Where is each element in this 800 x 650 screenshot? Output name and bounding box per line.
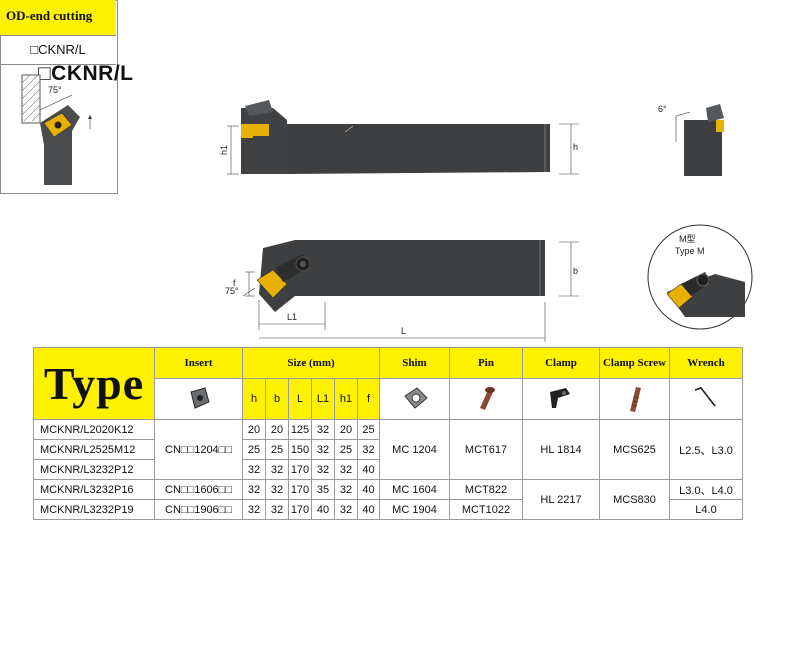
size-cell: 125: [288, 419, 312, 440]
page-title: □CKNR/L: [38, 62, 134, 85]
header-pin: Pin: [449, 347, 523, 379]
insert-cell: CN□□1606□□: [154, 479, 243, 500]
wrench-cell: L3.0、L4.0: [669, 479, 743, 500]
size-cell: 25: [242, 439, 266, 460]
dim-L: L: [401, 326, 406, 336]
size-col-h: h: [242, 378, 266, 420]
pin-cell: MCT822: [449, 479, 523, 500]
clamp-icon: [522, 378, 600, 420]
clamp-cell: HL 2217: [522, 479, 600, 520]
insert-cell: CN□□1906□□: [154, 499, 243, 520]
dim-angle-6: 6°: [658, 104, 667, 114]
size-col-L: L: [288, 378, 312, 420]
dim-angle-75: 75°: [225, 286, 239, 296]
side-panel-heading: OD-end cutting: [0, 0, 116, 36]
spec-table: Type Insert Size (mm) Shim Pin Clamp Cla…: [33, 347, 743, 520]
side-panel: OD-end cutting □CKNR/L 75°: [0, 0, 118, 194]
size-cell: 40: [357, 499, 380, 520]
size-cell: 32: [265, 459, 289, 480]
model-cell: MCKNR/L3232P16: [33, 479, 155, 500]
size-cell: 20: [242, 419, 266, 440]
cutting-diagram: 75°: [21, 74, 92, 185]
size-cell: 32: [265, 479, 289, 500]
model-cell: MCKNR/L3232P19: [33, 499, 155, 520]
detail-line2: Type M: [675, 246, 705, 256]
size-cell: 32: [242, 479, 266, 500]
angle-label: 75°: [48, 85, 62, 95]
size-col-h1: h1: [334, 378, 358, 420]
detail-line1: M型: [679, 234, 696, 244]
size-col-b: b: [265, 378, 289, 420]
wrench-icon: [669, 378, 743, 420]
type-m-detail: M型 Type M: [647, 224, 753, 330]
model-cell: MCKNR/L3232P12: [33, 459, 155, 480]
size-cell: 35: [311, 479, 335, 500]
pin-cell: MCT617: [449, 419, 523, 480]
size-cell: 40: [357, 459, 380, 480]
tool-plan-view: f 75° L1 L b: [225, 240, 579, 342]
size-cell: 40: [357, 479, 380, 500]
size-col-f: f: [357, 378, 380, 420]
size-cell: 25: [334, 439, 358, 460]
model-cell: MCKNR/L2525M12: [33, 439, 155, 460]
header-clamp: Clamp: [522, 347, 600, 379]
model-cell: MCKNR/L2020K12: [33, 419, 155, 440]
size-cell: 25: [357, 419, 380, 440]
insert-cell: CN□□1204□□: [154, 419, 243, 480]
size-cell: 32: [357, 439, 380, 460]
size-cell: 32: [242, 499, 266, 520]
size-cell: 32: [265, 499, 289, 520]
header-clamp-screw: Clamp Screw: [599, 347, 670, 379]
header-type: Type: [33, 347, 155, 420]
shim-icon: [379, 378, 450, 420]
wrench-cell: L2.5、L3.0: [669, 419, 743, 480]
size-cell: 150: [288, 439, 312, 460]
shim-cell: MC 1604: [379, 479, 450, 500]
size-cell: 25: [265, 439, 289, 460]
size-cell: 20: [334, 419, 358, 440]
size-cell: 32: [334, 499, 358, 520]
size-col-L1: L1: [311, 378, 335, 420]
wrench-cell: L4.0: [669, 499, 743, 520]
shim-cell: MC 1204: [379, 419, 450, 480]
size-cell: 32: [311, 459, 335, 480]
pin-cell: MCT1022: [449, 499, 523, 520]
header-size: Size (mm): [242, 347, 380, 379]
dim-L1: L1: [287, 312, 297, 322]
tool-side-view: h1 h: [219, 100, 579, 175]
size-cell: 170: [288, 479, 312, 500]
size-cell: 32: [311, 439, 335, 460]
size-cell: 20: [265, 419, 289, 440]
header-insert: Insert: [154, 347, 243, 379]
size-cell: 170: [288, 459, 312, 480]
dim-b: b: [573, 266, 578, 276]
clamp-screw-cell: MCS830: [599, 479, 670, 520]
size-cell: 170: [288, 499, 312, 520]
side-panel-code: □CKNR/L: [0, 36, 116, 65]
pin-icon: [449, 378, 523, 420]
clamp-screw-cell: MCS625: [599, 419, 670, 480]
clamp-screw-icon: [599, 378, 670, 420]
size-cell: 40: [311, 499, 335, 520]
tool-end-view: 6°: [658, 104, 724, 176]
shim-cell: MC 1904: [379, 499, 450, 520]
insert-icon: [154, 378, 243, 420]
size-cell: 32: [242, 459, 266, 480]
size-cell: 32: [334, 459, 358, 480]
clamp-cell: HL 1814: [522, 419, 600, 480]
dim-h: h: [573, 142, 578, 152]
size-cell: 32: [334, 479, 358, 500]
dim-f: f: [233, 278, 236, 288]
size-cell: 32: [311, 419, 335, 440]
dim-h1: h1: [219, 145, 229, 155]
header-shim: Shim: [379, 347, 450, 379]
header-wrench: Wrench: [669, 347, 743, 379]
